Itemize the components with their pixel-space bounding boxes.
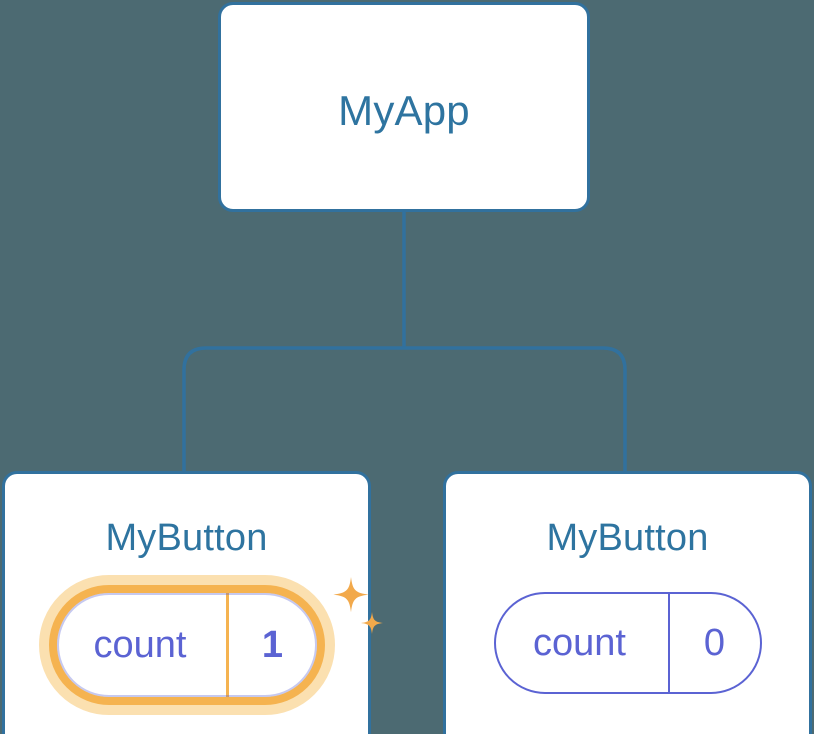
- node-mybutton-1[interactable]: MyButton count 0: [443, 471, 812, 734]
- node-mybutton-1-title: MyButton: [546, 517, 709, 559]
- edge-root-to-child-1: [404, 346, 627, 472]
- node-mybutton-0[interactable]: MyButton count 1: [2, 471, 383, 734]
- node-mybutton-0-title: MyButton: [105, 517, 268, 559]
- state-value-0: 1: [261, 623, 284, 666]
- state-pill-0-glow: [38, 575, 335, 715]
- node-myapp-title: MyApp: [338, 87, 470, 134]
- state-key-0: count: [57, 593, 229, 697]
- sparkle-icon-small: [360, 612, 383, 634]
- state-pill-1[interactable]: count 0: [493, 592, 762, 694]
- edge-root-to-child-0: [182, 346, 404, 472]
- state-value-1: 0: [703, 621, 726, 664]
- state-pill-0-highlighted[interactable]: count 1: [38, 575, 383, 715]
- state-row-0: count 1: [5, 575, 383, 715]
- state-key-1: count: [496, 594, 670, 692]
- sparkle-icon-large: [332, 577, 369, 613]
- state-pill-0[interactable]: count 1: [48, 585, 325, 705]
- state-row-1: count 0: [446, 592, 809, 694]
- node-myapp[interactable]: MyApp: [218, 2, 590, 212]
